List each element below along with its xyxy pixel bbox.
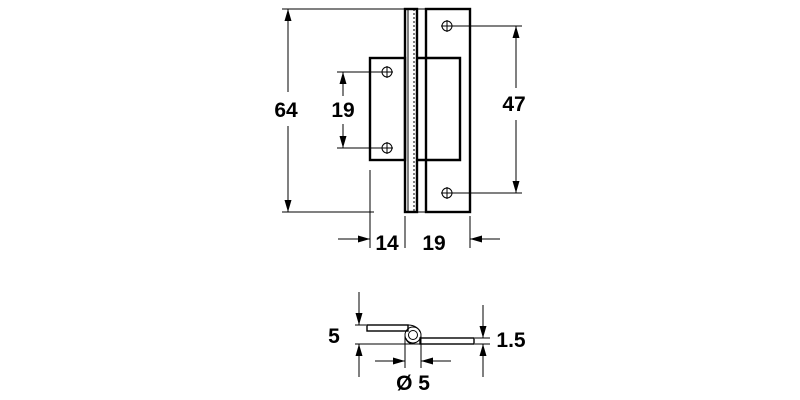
lower-leaf-profile: [405, 337, 475, 345]
front-view: 64 19 47: [274, 7, 526, 255]
knuckle-outline: [403, 7, 419, 214]
right-leaf-outline: [424, 7, 472, 214]
dim-height-total-label: 64: [274, 99, 298, 122]
dim-width-right-label: 19: [422, 232, 445, 255]
dim-width-left-label: 14: [375, 232, 399, 255]
pin-circle: [408, 330, 418, 340]
hidden-leaf-edge: [417, 56, 462, 162]
dim-hole-spacing-label: 47: [502, 93, 525, 116]
side-view: 5 1.5 Ø 5: [328, 292, 526, 395]
dim-thickness: [475, 305, 490, 377]
dim-height-leaf: [337, 71, 382, 149]
lower-leaf-plate: [419, 337, 475, 345]
dim-height-leaf-label: 19: [331, 99, 354, 122]
dim-side-height: [355, 292, 413, 377]
knuckle-outer-circle: [404, 326, 422, 344]
hole-left-bottom: [381, 142, 393, 154]
dim-pin-diameter: [375, 336, 451, 368]
dim-width: [338, 170, 500, 248]
upper-leaf-plate: [366, 324, 409, 332]
hole-left-top: [381, 66, 393, 78]
hole-right-top: [441, 20, 453, 32]
dim-thickness-label: 1.5: [496, 329, 526, 352]
dim-pin-diameter-label: Ø 5: [396, 372, 430, 395]
dim-hole-spacing: [452, 25, 522, 194]
dim-height-total: [282, 8, 404, 213]
dim-side-height-label: 5: [328, 325, 340, 348]
hole-right-bottom: [441, 187, 453, 199]
left-leaf-outline: [368, 56, 407, 162]
